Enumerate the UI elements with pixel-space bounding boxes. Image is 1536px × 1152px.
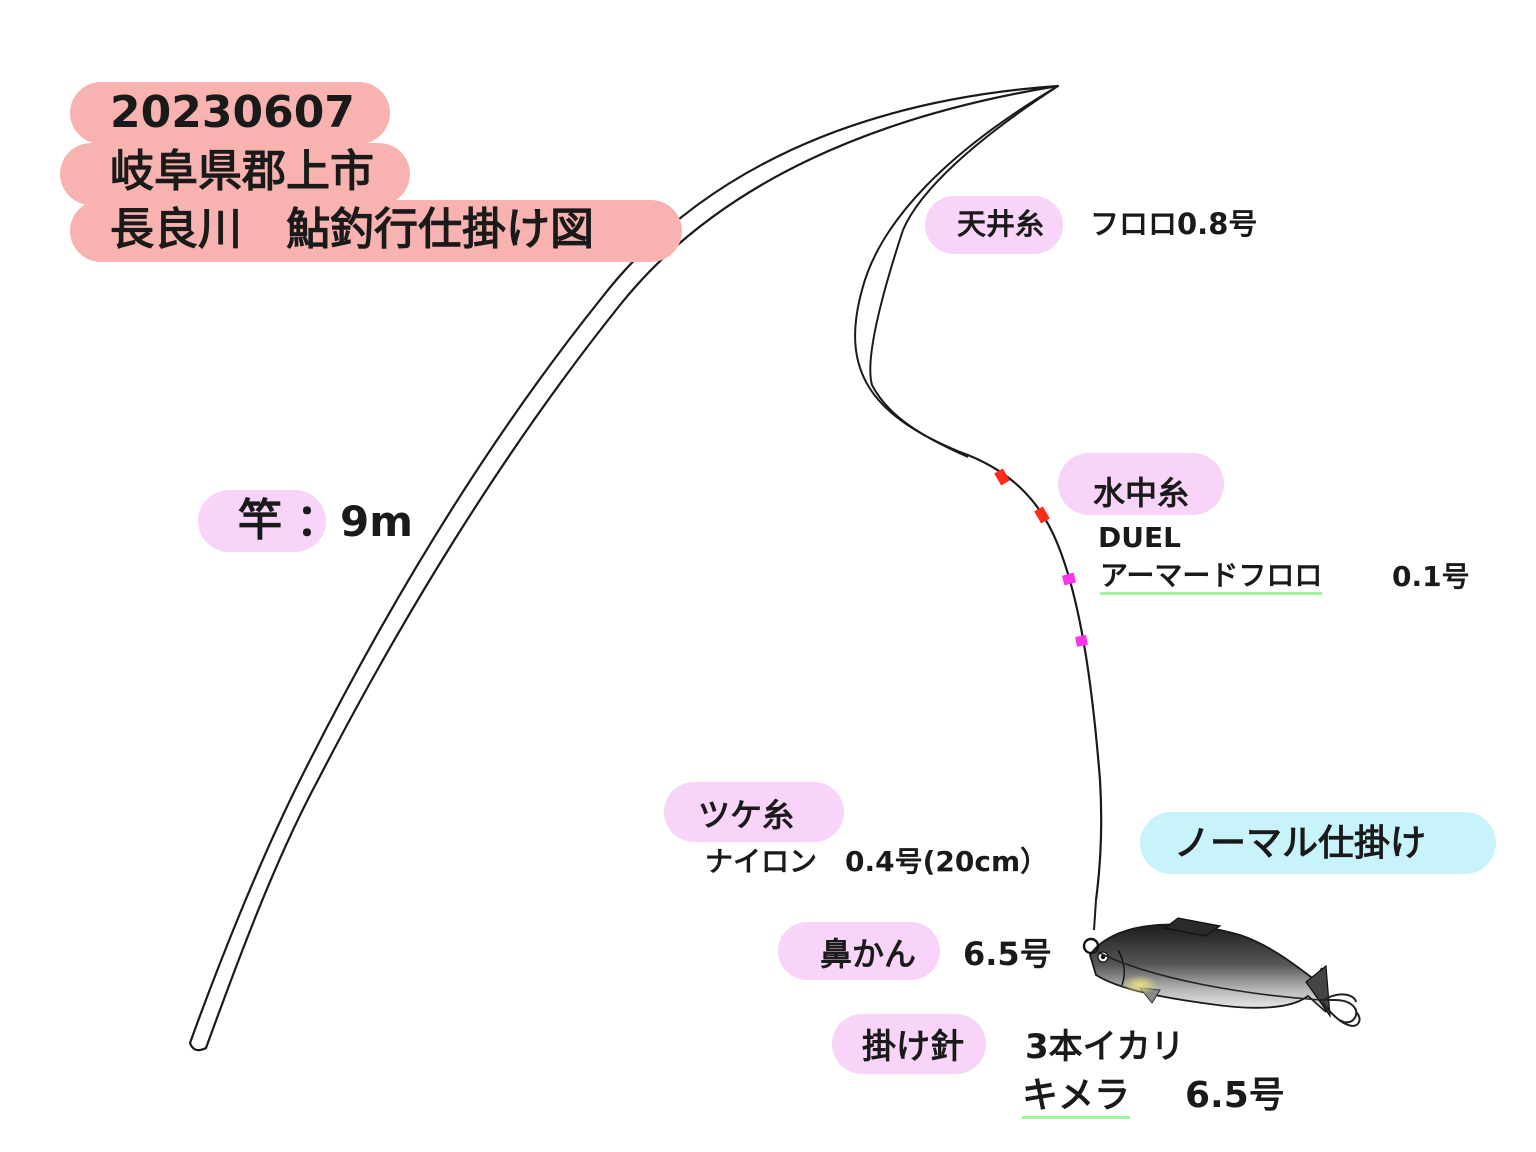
title-location: 岐阜県郡上市 <box>110 146 374 197</box>
rod <box>188 84 1060 1052</box>
tenjo-line-outer <box>854 85 1059 453</box>
suichu-product: アーマードフロロ <box>1100 562 1323 595</box>
hook-icon <box>1319 993 1361 1028</box>
suichu-label-pill <box>1058 453 1224 515</box>
tsuke-label-pill <box>664 782 844 842</box>
hook-label-pill <box>832 1014 986 1074</box>
hook-label: 掛け針 <box>862 1027 964 1067</box>
title-subtitle-pill <box>70 200 682 262</box>
suichu-size: 0.1号 <box>1392 560 1470 593</box>
tenjo-line-inner <box>869 85 1059 458</box>
tenjo-value: フロロ0.8号 <box>1090 207 1258 241</box>
hanakan-label: 鼻かん <box>820 935 917 973</box>
marker-icon <box>994 468 1088 647</box>
suichu-brand: DUEL <box>1098 521 1181 554</box>
tsuke-label: ツケ糸 <box>698 796 795 834</box>
title-date-pill <box>70 82 390 144</box>
rod-label-pill <box>198 490 326 552</box>
rod-colon: ： <box>296 495 340 546</box>
mode-badge: ノーマル仕掛け <box>1174 823 1427 864</box>
tenjo-label-pill <box>925 196 1063 254</box>
mode-badge-pill <box>1140 812 1496 874</box>
title-location-pill <box>60 143 410 205</box>
title-date: 20230607 <box>110 87 355 138</box>
hook-size: 6.5号 <box>1185 1075 1285 1116</box>
suichu-line <box>959 450 1103 901</box>
hanakan-label-pill <box>778 922 940 980</box>
hook-type: 3本イカリ <box>1025 1027 1185 1067</box>
rod-length: 9m <box>340 497 413 546</box>
title-subtitle: 長良川 鮎釣行仕掛け図 <box>110 204 594 255</box>
tsuke-line <box>1093 899 1097 931</box>
fish-icon <box>1082 917 1331 1019</box>
hook-product: キメラ <box>1022 1078 1131 1119</box>
suichu-label: 水中糸 <box>1093 474 1190 512</box>
tenjo-label: 天井糸 <box>957 207 1045 241</box>
tsuke-value: ナイロン 0.4号(20cm） <box>705 845 1049 878</box>
hanakan-size: 6.5号 <box>963 935 1052 973</box>
rod-label: 竿 <box>238 495 282 546</box>
